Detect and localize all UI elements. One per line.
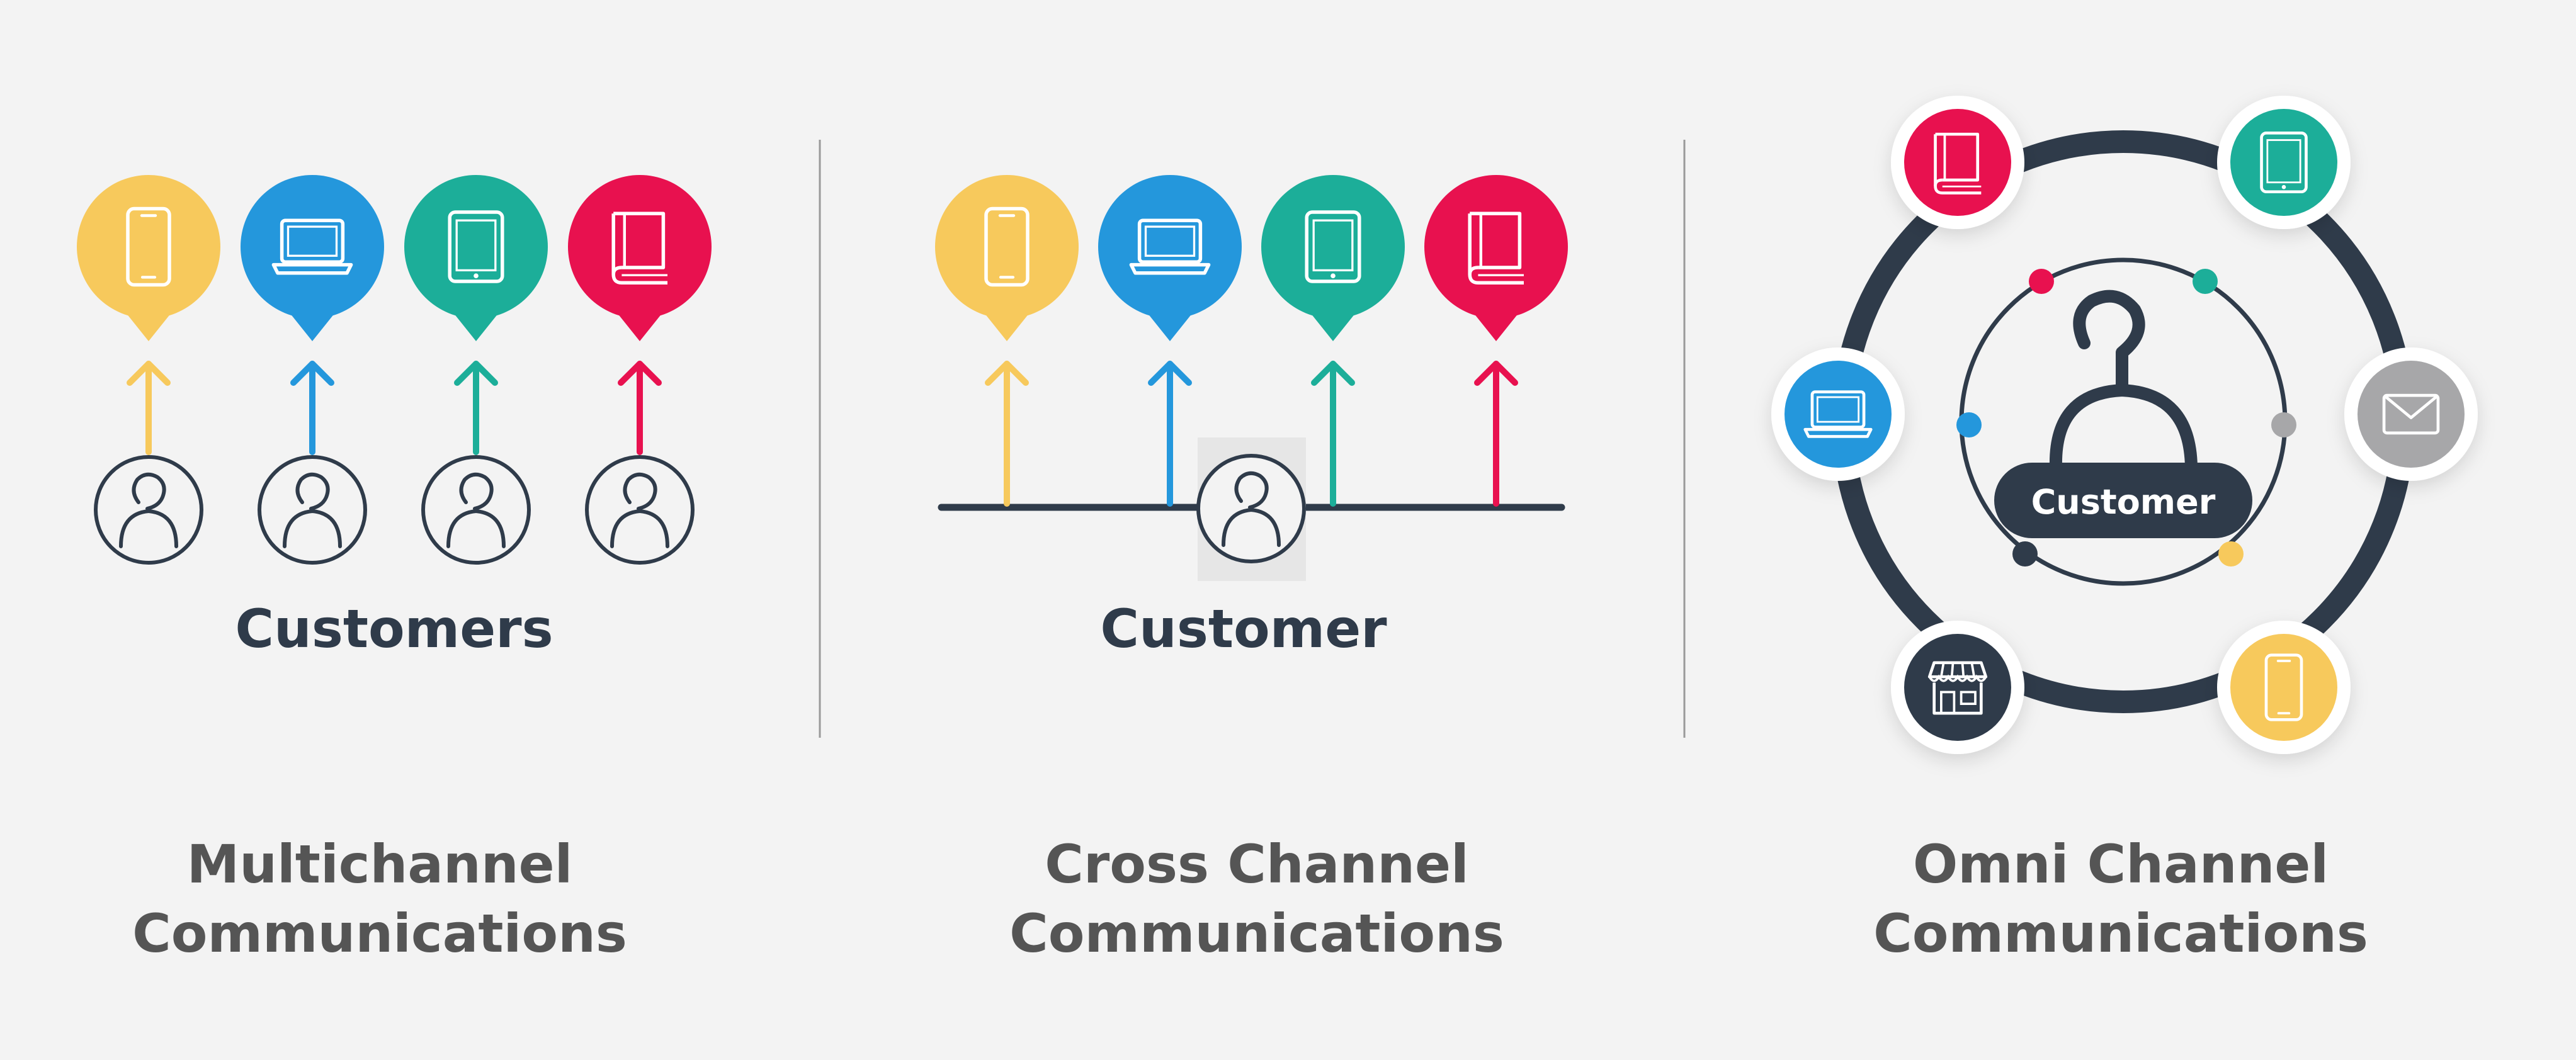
connection-dot	[2271, 412, 2296, 437]
crosschannel-arrows	[985, 361, 1518, 507]
crosschannel-channel-pins	[935, 175, 1568, 341]
connection-dot	[1956, 412, 1982, 437]
customer-icon	[96, 457, 201, 563]
channel-pin-2	[404, 175, 548, 341]
channel-pin-0	[935, 175, 1079, 341]
arrow-3	[1474, 361, 1518, 507]
omni-node-5	[2217, 621, 2351, 754]
channel-pin-1	[1098, 175, 1242, 341]
multichannel-title-line2: Communications	[132, 903, 627, 964]
connection-dot	[2029, 269, 2054, 294]
channel-pin-3	[1424, 175, 1568, 341]
omni-node-3	[2344, 347, 2478, 481]
omnichannel-customer-label: Customer	[2031, 482, 2216, 522]
channel-pin-0	[77, 175, 220, 341]
omnichannel-customer-pill	[1994, 463, 2252, 538]
crosschannel-caption: Customer	[1100, 598, 1387, 660]
omnichannel-channel-nodes	[1771, 96, 2478, 754]
omni-node-4	[1891, 621, 2024, 754]
omni-node-1	[2217, 96, 2351, 229]
omnichannel-title-line1: Omni Channel	[1913, 833, 2329, 895]
omnichannel-customer-hanger: Customer	[1994, 290, 2252, 538]
customer-icon	[587, 457, 693, 563]
multichannel-arrows	[127, 361, 662, 455]
omni-node-2	[1771, 347, 1905, 481]
crosschannel-panel: Customer Cross Channel Communications	[935, 175, 1568, 964]
arrow-0	[985, 361, 1029, 507]
arrow-3	[618, 361, 662, 455]
omni-node-0	[1891, 96, 2024, 229]
arrow-2	[454, 361, 498, 455]
arrow-2	[1311, 361, 1355, 507]
crosschannel-title-line2: Communications	[1009, 903, 1504, 964]
connection-dot	[2218, 541, 2244, 567]
channel-pin-3	[568, 175, 712, 341]
arrow-1	[290, 361, 334, 455]
multichannel-title-line1: Multichannel	[187, 833, 573, 895]
arrow-0	[127, 361, 171, 455]
multichannel-customers	[96, 457, 693, 563]
omnichannel-panel: Customer Omni Channel Communications	[1771, 96, 2478, 964]
customer-icon	[259, 457, 365, 563]
connection-dot	[2193, 269, 2218, 294]
omnichannel-title-line2: Communications	[1873, 903, 2368, 964]
multichannel-caption: Customers	[235, 598, 553, 660]
multichannel-channel-pins	[77, 175, 712, 341]
omnichannel-outer-ring	[1832, 130, 2415, 713]
customer-icon	[423, 457, 529, 563]
multichannel-panel: Customers Multichannel Communications	[77, 175, 712, 964]
arrow-1	[1148, 361, 1192, 507]
channel-pin-1	[241, 175, 384, 341]
connection-dot	[2012, 541, 2038, 567]
channel-pin-2	[1261, 175, 1405, 341]
omnichannel-connection-dots	[1956, 269, 2296, 567]
crosschannel-title-line1: Cross Channel	[1045, 833, 1469, 895]
